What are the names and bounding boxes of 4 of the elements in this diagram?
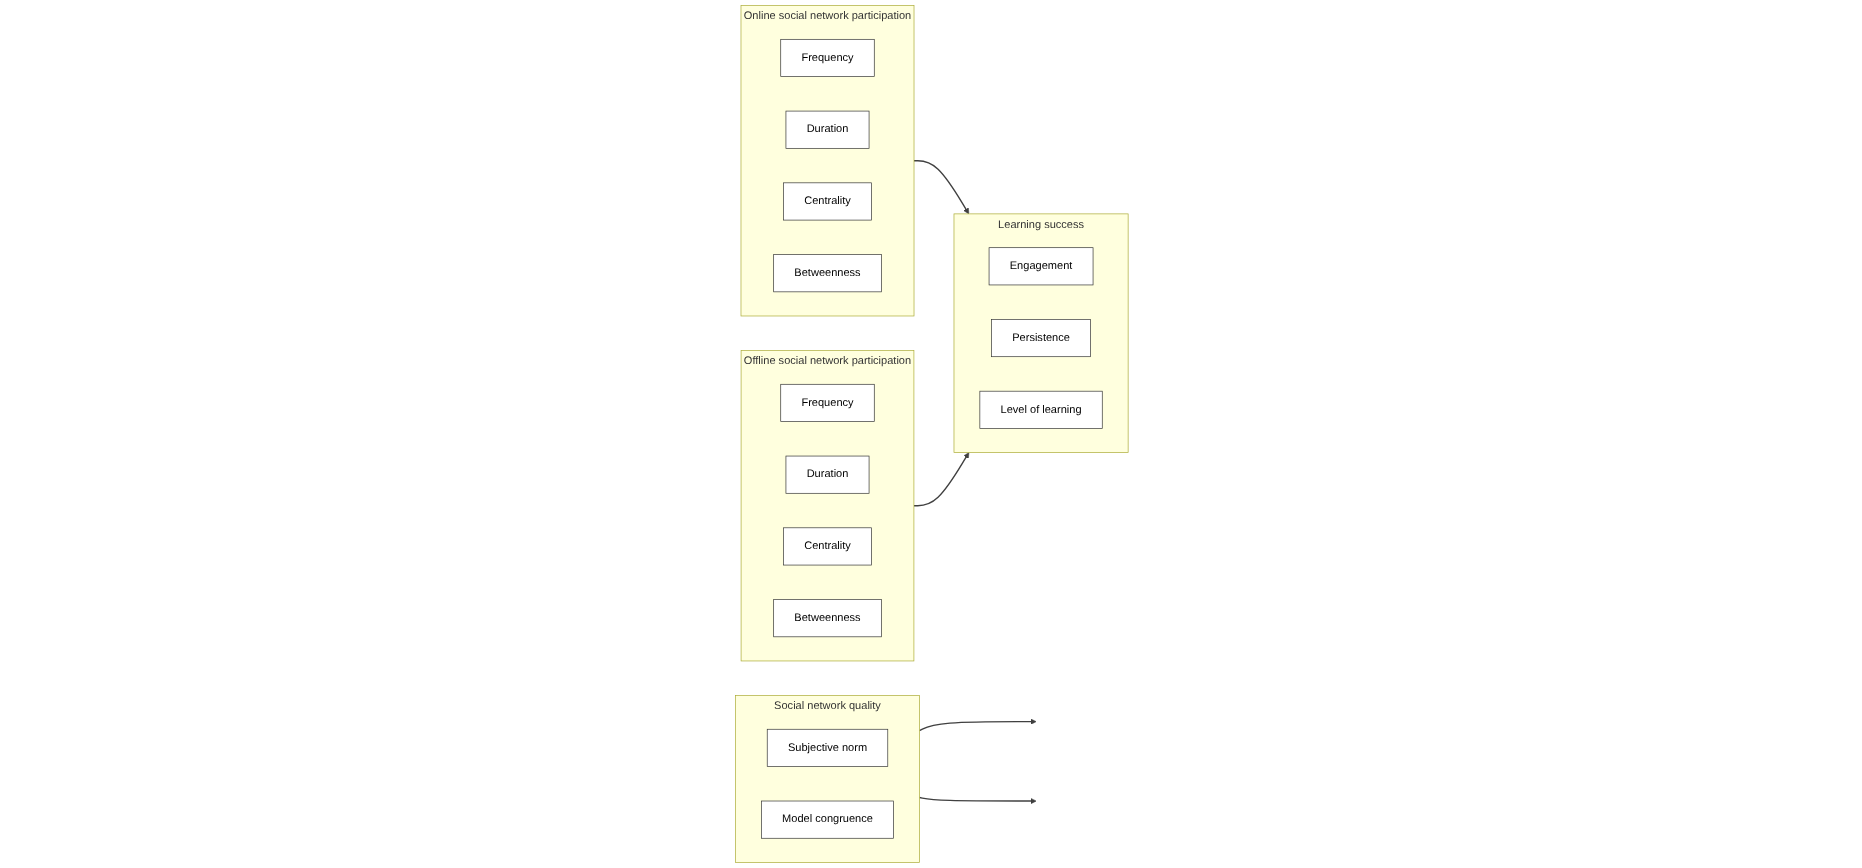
arrow [912,452,969,507]
arrow [917,718,1036,732]
arrow [912,160,969,215]
arrow [917,796,1036,805]
